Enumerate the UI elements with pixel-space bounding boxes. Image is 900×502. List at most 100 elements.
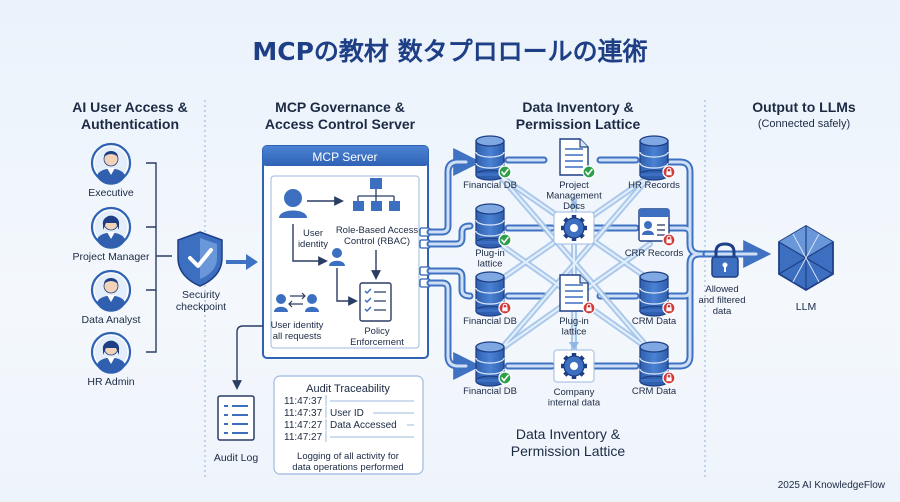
inventory-node-lattice-hub <box>553 211 595 245</box>
avatar-icon <box>90 142 132 185</box>
denied-lock-icon <box>662 301 676 315</box>
audit-time: 11:47:27 <box>284 420 323 431</box>
mcp-server-panel: MCP Server User identity Role-Based Acce… <box>262 145 431 359</box>
governance-header: Access Control Server <box>265 116 416 132</box>
inventory-node-label: Financial DB <box>463 386 517 397</box>
records-card-icon <box>638 208 670 242</box>
denied-lock-icon <box>662 165 676 179</box>
policy-label: Policy <box>364 326 390 337</box>
audit-field: Data Accessed <box>330 420 397 431</box>
audit-footer: data operations performed <box>292 462 403 473</box>
rbac-hierarchy-icon <box>353 178 400 211</box>
filter-label: data <box>713 306 732 317</box>
inventory-node-label: Docs <box>563 201 585 212</box>
security-checkpoint: Security checkpoint <box>176 231 258 313</box>
gear-icon <box>553 349 595 383</box>
inventory-node-label: Plug-in <box>475 248 505 259</box>
document-icon <box>559 274 589 312</box>
user-requests-label: User identity <box>271 320 324 331</box>
audit-row: 11:47:27 Data Accessed <box>284 419 414 431</box>
inventory-node-label: Financial DB <box>463 180 517 191</box>
inventory-node-financial-db-2: Financial DB <box>463 271 517 327</box>
user-label: Data Analyst <box>82 314 141 326</box>
inventory-node-label: Management <box>546 191 602 202</box>
page-title: MCPの教材 数タプロロールの連術 <box>252 37 647 66</box>
inventory-footer: Data Inventory & <box>516 426 621 442</box>
inventory-node-label: Financial DB <box>463 316 517 327</box>
users-header: AI User Access & <box>72 99 187 115</box>
llm-icon <box>778 224 834 292</box>
audit-time: 11:47:37 <box>284 396 323 407</box>
avatar-icon <box>90 269 132 312</box>
user-card: Data Analyst <box>82 269 141 326</box>
audit-row: 11:47:37 <box>284 395 414 407</box>
denied-lock-icon <box>498 301 512 315</box>
denied-lock-icon <box>662 371 676 385</box>
arrow-to-server <box>226 254 258 270</box>
inventory-node-label: Project <box>559 180 589 191</box>
database-icon <box>475 341 505 387</box>
inventory-node-label: Company <box>554 387 595 398</box>
allowed-check-icon <box>582 165 596 179</box>
inventory-node-crm-data-2: CRM Data <box>632 341 677 397</box>
rbac-label: Role-Based Access <box>336 225 419 236</box>
denied-lock-icon <box>582 301 596 315</box>
audit-row: 11:47:37 User ID <box>284 407 414 419</box>
policy-checklist-icon <box>359 282 392 322</box>
allowed-check-icon <box>498 233 512 247</box>
inventory-node-label: lattice <box>562 327 587 338</box>
audit-time: 11:47:37 <box>284 408 323 419</box>
inventory-pipes <box>426 148 710 380</box>
inventory-node-label: CRR Records <box>625 248 684 259</box>
database-icon <box>475 203 505 249</box>
policy-label: Enforcement <box>350 337 404 348</box>
document-icon <box>559 138 589 176</box>
filter-label: and filtered <box>698 295 745 306</box>
llm-label: LLM <box>796 301 816 313</box>
user-card: Project Manager <box>72 206 150 263</box>
requester-icon <box>329 248 345 266</box>
audit-log-label: Audit Log <box>214 452 259 464</box>
inventory-node-financial-db-1: Financial DB <box>463 135 517 191</box>
user-card: HR Admin <box>87 331 135 388</box>
inventory-node-label: CRM Data <box>632 316 677 327</box>
user-label: Executive <box>88 187 134 199</box>
audit-field: User ID <box>330 408 364 419</box>
output-header: Output to LLMs <box>752 99 856 115</box>
allowed-check-icon <box>498 371 512 385</box>
denied-lock-icon <box>662 233 676 247</box>
gear-icon <box>553 211 595 245</box>
inventory-footer: Permission Lattice <box>511 443 626 459</box>
audit-time: 11:47:27 <box>284 432 323 443</box>
audit-panel-title: Audit Traceability <box>306 383 390 395</box>
inventory-node-financial-db-3: Financial DB <box>463 341 517 397</box>
user-label: HR Admin <box>87 376 134 388</box>
user-card: Executive <box>88 142 134 199</box>
user-identity-label: User <box>303 228 323 239</box>
governance-header: MCP Governance & <box>275 99 405 115</box>
audit-log-icon <box>217 395 255 441</box>
inventory-node-label: Plug-in <box>559 316 589 327</box>
audit-footer: Logging of all activity for <box>297 451 399 462</box>
filter-label: Allowed <box>705 284 738 295</box>
lock-icon <box>711 242 739 278</box>
avatar-icon <box>90 331 132 374</box>
inventory-node-label: lattice <box>478 259 503 270</box>
footer-credit: 2025 AI KnowledgeFlow <box>778 480 886 491</box>
server-title: MCP Server <box>312 150 377 164</box>
users-bracket <box>146 162 172 353</box>
audit-connector <box>232 325 263 390</box>
user-requests-label: all requests <box>273 331 322 342</box>
user-label: Project Manager <box>72 251 150 263</box>
inventory-node-label: CRM Data <box>632 386 677 397</box>
audit-row: 11:47:27 <box>284 431 414 443</box>
output-subheader: (Connected safely) <box>758 118 850 130</box>
